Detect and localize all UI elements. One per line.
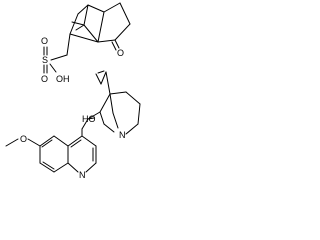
atom-label-o: O: [117, 48, 124, 58]
atom-label-o: O: [41, 74, 48, 84]
atom-label-ho: HO: [82, 114, 96, 124]
atom-label-n: N: [119, 130, 126, 140]
atom-label-n: N: [79, 170, 86, 180]
atom-label-o: O: [20, 134, 27, 144]
atom-label-oh: OH: [56, 74, 70, 84]
molecule-canvas: O S O OH O: [5, 2, 141, 180]
atom-label-s: S: [42, 55, 48, 65]
camphorsulfonic-acid-structure: [43, 2, 131, 74]
quinine-structure: [5, 70, 141, 173]
atom-label-o: O: [41, 36, 48, 46]
